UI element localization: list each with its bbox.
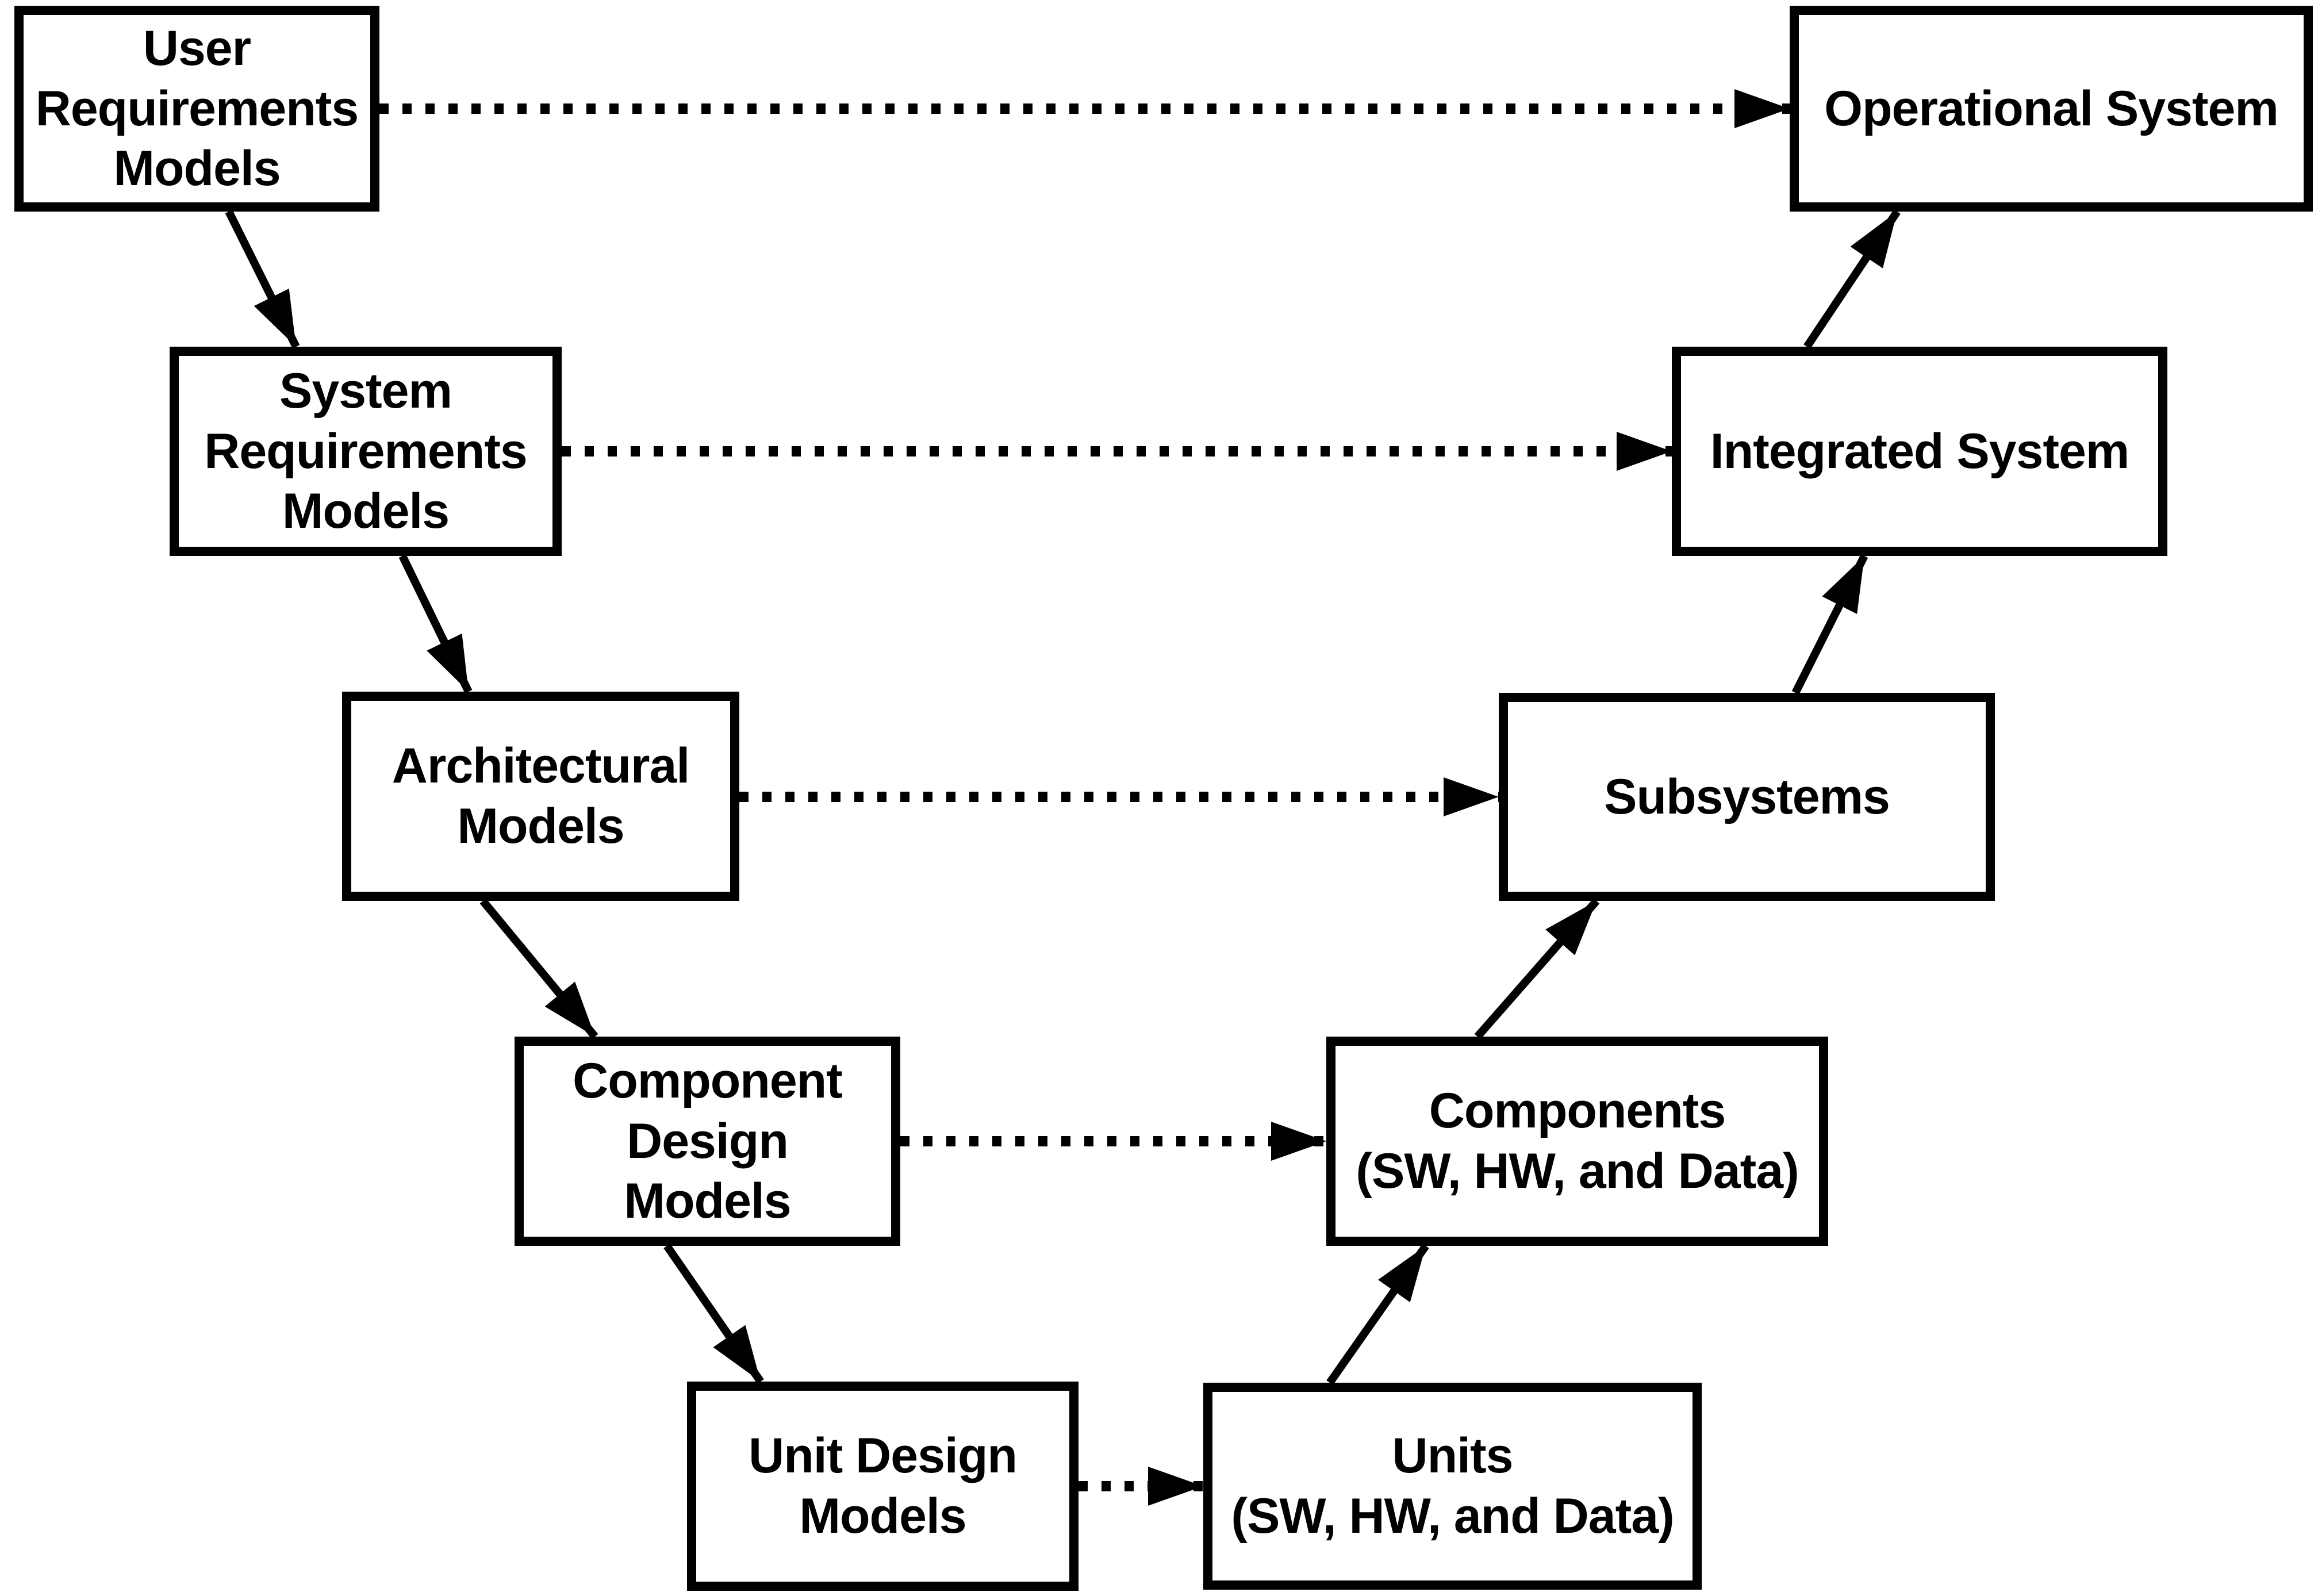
node-architectural-models: Architectural Models	[342, 692, 739, 901]
node-system-requirements-models: System Requirements Models	[170, 347, 562, 556]
edge-integrated-to-operational-arrow	[1803, 209, 1901, 349]
edge-subsystems-to-integrated-arrow	[1791, 554, 1868, 695]
edge-system-req-to-architectural-arrow	[398, 554, 473, 694]
node-units: Units (SW, HW, and Data)	[1203, 1383, 1702, 1590]
node-subsystems: Subsystems	[1499, 693, 1995, 901]
edge-components-to-subsystems-arrow	[1474, 898, 1600, 1039]
node-components: Components (SW, HW, and Data)	[1326, 1037, 1828, 1246]
node-unit-design-models: Unit Design Models	[687, 1382, 1079, 1591]
edge-component-design-to-unit-design-arrow	[663, 1244, 764, 1384]
node-operational-system: Operational System	[1790, 6, 2313, 212]
node-integrated-system: Integrated System	[1672, 347, 2167, 556]
node-component-design-models: Component Design Models	[515, 1037, 900, 1246]
edge-units-to-components-arrow	[1326, 1243, 1429, 1386]
edge-user-req-to-system-req-arrow	[225, 209, 300, 349]
node-user-requirements-models: User Requirements Models	[14, 6, 379, 212]
edge-architectural-to-component-design-arrow	[479, 898, 598, 1039]
